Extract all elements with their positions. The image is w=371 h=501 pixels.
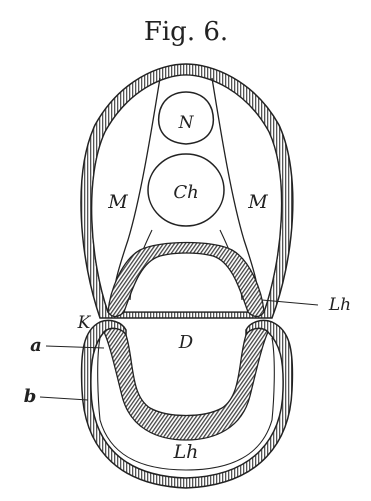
label-d: D <box>178 332 194 353</box>
label-m-left: M <box>107 191 128 213</box>
label-b: b <box>24 386 37 407</box>
label-m-right: M <box>247 191 268 213</box>
pointer-line-b <box>40 397 88 400</box>
label-n: N <box>178 113 195 133</box>
label-a: a <box>30 335 42 356</box>
label-lh-bottom: Lh <box>173 441 199 463</box>
label-ch: Ch <box>173 182 198 203</box>
label-k: K <box>77 313 92 333</box>
label-lh-right: Lh <box>328 295 351 315</box>
figure-title: Fig. 6. <box>144 17 228 47</box>
